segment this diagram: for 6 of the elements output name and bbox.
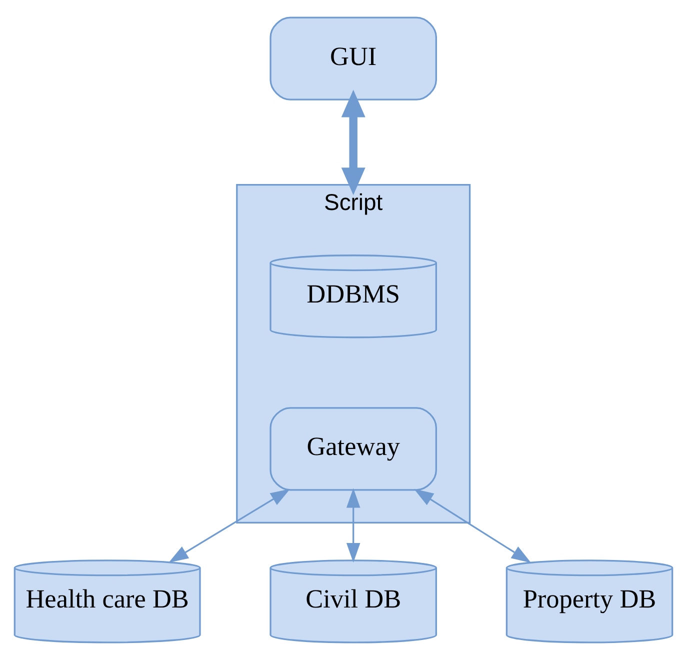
arrow — [341, 89, 366, 195]
arrow — [346, 488, 360, 562]
arrow — [168, 488, 290, 562]
node-box: GUI — [270, 16, 437, 100]
arrow — [414, 488, 532, 562]
node-box: Gateway — [270, 406, 437, 490]
